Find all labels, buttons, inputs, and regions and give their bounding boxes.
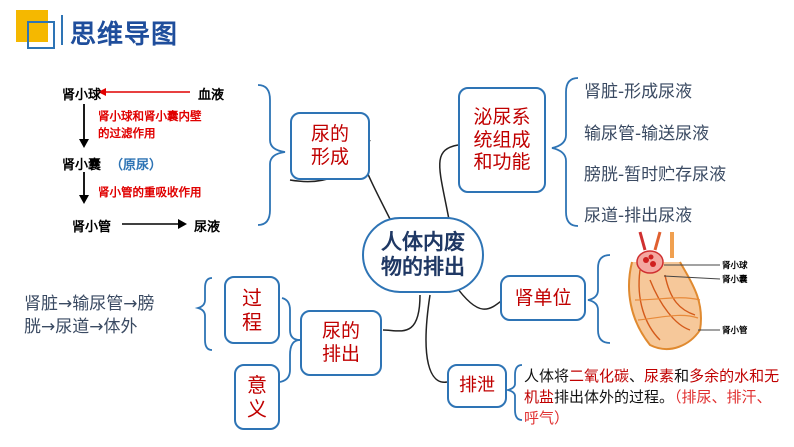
process-node-label: 过 程 [242, 286, 262, 334]
system-item-urethra: 尿道-排出尿液 [584, 206, 693, 226]
capsule-label: 肾小囊 [62, 158, 102, 173]
urine-pathway-text: 肾脏→输尿管→膀 胱→尿道→体外 [24, 294, 155, 337]
center-node: 人体内废 物的排出 [362, 217, 484, 293]
excretion-node-label: 排泄 [459, 375, 495, 397]
reabsorption-note: 肾小管的重吸收作用 [98, 185, 202, 199]
desc-examples: （排尿、排汗、呼气） [524, 388, 772, 427]
nephron-legend-glomerulus: 肾小球 [722, 261, 748, 271]
meaning-node: 意 义 [234, 364, 280, 430]
desc-and: 和 [674, 367, 690, 385]
nephron-legend-tubule: 肾小管 [722, 326, 748, 336]
system-item-ureter: 输尿管-输送尿液 [584, 124, 710, 144]
down-arrow-1-head [79, 139, 89, 148]
urine-label: 尿液 [194, 220, 221, 235]
process-brace [194, 277, 213, 351]
excretion-brace [504, 364, 523, 421]
filtration-note: 肾小球和肾小囊内壁 的过滤作用 [98, 109, 202, 140]
desc-co2: 二氧化碳 [569, 367, 630, 385]
urine-excretion-node-label: 尿的 排出 [321, 320, 360, 365]
blood-label: 血液 [198, 88, 225, 103]
process-node: 过 程 [224, 276, 280, 344]
excretion-to-meaning [279, 339, 301, 383]
branch-urine-excretion [382, 294, 421, 332]
primary-urine-label: （原尿） [110, 158, 163, 173]
nephron-brace [587, 254, 611, 344]
title-accent-square [16, 10, 48, 42]
urine-excretion-node: 尿的 排出 [300, 310, 382, 376]
page-title: 思维导图 [70, 20, 179, 50]
system-item-kidney: 肾脏-形成尿液 [584, 82, 693, 102]
desc-sep: 、 [629, 367, 645, 385]
system-node-label: 泌尿系 统组成 和功能 [473, 105, 531, 174]
branch-system [439, 144, 459, 226]
system-node: 泌尿系 统组成 和功能 [458, 87, 546, 193]
formation-node-label: 尿的 形成 [310, 123, 349, 168]
desc-urea: 尿素 [644, 367, 675, 385]
down-arrow-2-head [79, 195, 89, 204]
nephron-legend-capsule: 肾小囊 [722, 275, 748, 285]
desc-water-salts: 多余的水和无机盐 [524, 367, 780, 406]
desc-part-1: 人体将 [524, 367, 570, 385]
center-node-label: 人体内废 物的排出 [381, 229, 465, 279]
meaning-node-label: 意 义 [247, 373, 267, 421]
title-accent-outline [27, 21, 55, 49]
glomerulus-label: 肾小球 [62, 88, 102, 103]
urine-arrowhead [178, 219, 187, 229]
nephron-node-label: 肾单位 [514, 286, 572, 309]
excretion-node: 排泄 [447, 364, 507, 408]
system-brace [551, 77, 579, 227]
nephron-illustration [628, 231, 721, 350]
branch-excretion [425, 294, 448, 383]
formation-brace [257, 84, 286, 226]
tubule-label: 肾小管 [72, 220, 112, 235]
desc-part-2: 排出体外的过程。 [554, 388, 675, 406]
system-item-bladder: 膀胱-暂时贮存尿液 [584, 165, 727, 185]
formation-node: 尿的 形成 [290, 112, 370, 180]
nephron-node: 肾单位 [500, 275, 586, 321]
excretion-to-process [281, 297, 301, 341]
excretion-definition: 人体将二氧化碳、尿素和多余的水和无机盐排出体外的过程。（排尿、排汗、呼气） [524, 366, 780, 429]
blood-arrowhead [98, 88, 106, 96]
